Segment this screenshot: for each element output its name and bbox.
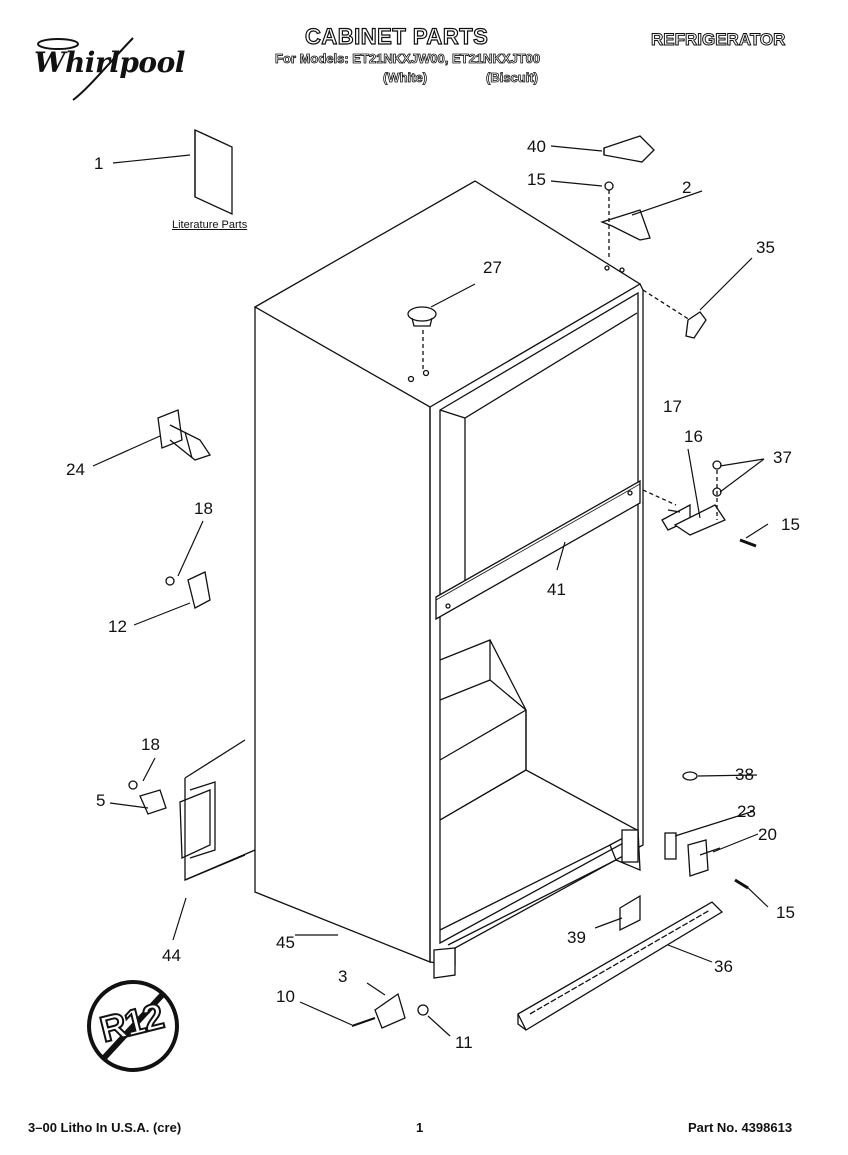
callout-18-upper: 18 (194, 499, 213, 518)
color-white-label: (White) (383, 70, 428, 86)
callout-16: 16 (684, 427, 703, 446)
callout-17: 17 (663, 397, 682, 416)
cabinet-body (253, 180, 644, 979)
hinge-16 (642, 460, 757, 548)
literature-booklet (194, 128, 233, 216)
top-hinge-2 (600, 181, 651, 260)
model-numbers: For Models: ET21NKXJW00, ET21NKXJT00 (275, 51, 541, 67)
handle-24 (157, 409, 212, 461)
divider-bar (435, 479, 641, 621)
callout-12: 12 (108, 617, 127, 636)
page-title: CABINET PARTS (304, 23, 489, 49)
callout-45: 45 (276, 933, 295, 952)
callout-15-low: 15 (776, 903, 795, 922)
literature-parts-label: Literature Parts (172, 219, 248, 231)
clip-39 (619, 894, 641, 932)
callout-20: 20 (758, 825, 777, 844)
hinge-20 (664, 771, 749, 890)
latch-12 (165, 571, 211, 609)
footer-page-number: 1 (416, 1120, 424, 1135)
callout-44: 44 (162, 946, 181, 965)
callout-15-mid: 15 (781, 515, 800, 534)
callout-11: 11 (455, 1033, 473, 1052)
callout-35: 35 (756, 238, 775, 257)
cap-40 (603, 135, 655, 163)
callout-38: 38 (735, 765, 754, 784)
callout-3: 3 (338, 967, 348, 986)
grille-36 (517, 901, 724, 1031)
footer-part-number: Part No. 4398613 (688, 1120, 793, 1135)
callout-23: 23 (737, 802, 756, 821)
footer-litho: 3–00 Litho In U.S.A. (cre) (28, 1120, 182, 1135)
leader-lines (92, 145, 769, 1037)
callout-10: 10 (276, 987, 295, 1006)
color-biscuit-label: (Biscuit) (486, 70, 539, 86)
callout-24: 24 (66, 460, 85, 479)
callout-18-lower: 18 (141, 735, 160, 754)
callout-5: 5 (96, 791, 106, 810)
callout-41: 41 (547, 580, 566, 599)
category-label: REFRIGERATOR (650, 30, 786, 50)
callout-2: 2 (682, 178, 692, 197)
bracket-35 (642, 289, 707, 339)
leveler-3 (351, 992, 429, 1029)
logo-swoosh-icon (37, 37, 134, 101)
r12-badge (87, 980, 179, 1072)
callout-40: 40 (527, 137, 546, 156)
callout-39: 39 (567, 928, 586, 947)
plug-27 (407, 306, 437, 370)
clip-5 (128, 780, 167, 815)
callout-36: 36 (714, 957, 733, 976)
callout-27: 27 (483, 258, 502, 277)
bracket-44 (179, 739, 256, 881)
callout-37: 37 (773, 448, 792, 467)
callout-15-top: 15 (527, 170, 546, 189)
callout-1: 1 (94, 154, 104, 173)
